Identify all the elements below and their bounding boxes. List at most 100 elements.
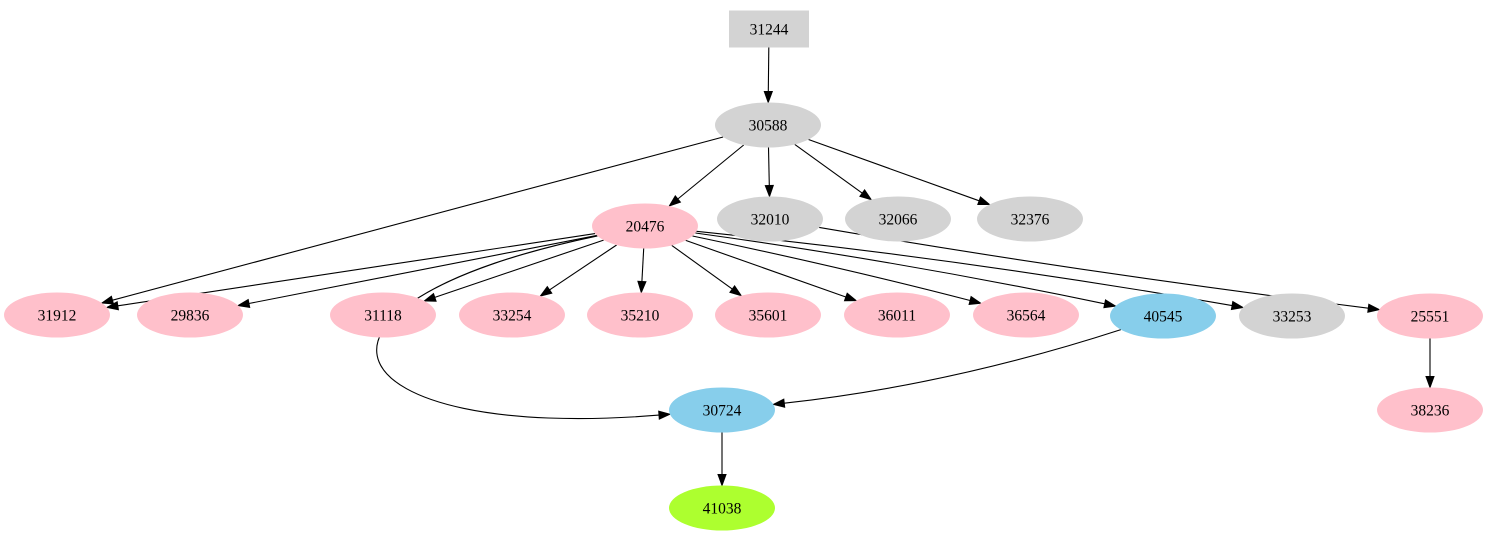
node-41038: 41038 <box>669 485 775 531</box>
node-label-36564: 36564 <box>1007 308 1046 325</box>
edge-20476-30724 <box>376 235 672 420</box>
node-label-36011: 36011 <box>878 308 916 325</box>
arrowhead-32010-25551 <box>1367 303 1381 313</box>
node-33254: 33254 <box>459 292 565 338</box>
node-38236: 38236 <box>1377 387 1483 433</box>
node-shape-35601 <box>715 292 821 338</box>
arrowhead-20476-35210 <box>637 280 647 294</box>
node-shape-36564 <box>973 292 1079 338</box>
edge-20476-35210 <box>637 248 647 294</box>
edge-20476-33254 <box>539 244 617 297</box>
node-label-32376: 32376 <box>1011 212 1050 229</box>
node-label-32066: 32066 <box>879 212 918 229</box>
node-35601: 35601 <box>715 292 821 338</box>
node-shape-32376 <box>977 196 1083 242</box>
node-label-35601: 35601 <box>749 308 788 325</box>
arrowhead-20476-36011 <box>843 292 858 302</box>
node-label-30724: 30724 <box>703 403 742 420</box>
node-36011: 36011 <box>844 292 950 338</box>
arrowhead-40545-30724 <box>771 398 786 408</box>
node-label-33253: 33253 <box>1273 309 1312 326</box>
node-label-38236: 38236 <box>1411 403 1450 420</box>
edge-20476-35601 <box>671 244 743 297</box>
node-shape-38236 <box>1377 387 1483 433</box>
node-31912: 31912 <box>4 292 110 338</box>
arrowhead-20476-31912 <box>105 301 120 311</box>
node-36564: 36564 <box>973 292 1079 338</box>
node-shape-32010 <box>717 196 823 242</box>
node-40545: 40545 <box>1110 293 1216 339</box>
arrowhead-30588-32010 <box>764 184 775 198</box>
edge-20476-31118 <box>423 239 604 302</box>
node-29836: 29836 <box>137 292 243 338</box>
node-shape-35210 <box>587 292 693 338</box>
arrowhead-30588-20476 <box>668 195 682 207</box>
node-33253: 33253 <box>1239 293 1345 339</box>
arrowhead-20476-40545 <box>1103 299 1117 309</box>
edge-30588-31912 <box>100 136 724 305</box>
edge-31244-30588 <box>763 47 774 104</box>
edges-layer <box>100 47 1435 487</box>
arrowhead-20476-33253 <box>1230 300 1245 311</box>
node-shape-25551 <box>1377 293 1483 339</box>
node-label-40545: 40545 <box>1144 309 1183 326</box>
node-label-25551: 25551 <box>1411 309 1450 326</box>
node-shape-30588 <box>715 102 821 148</box>
node-32066: 32066 <box>845 196 951 242</box>
node-shape-36011 <box>844 292 950 338</box>
arrowhead-20476-35601 <box>729 285 743 297</box>
arrowhead-20476-29836 <box>236 298 251 309</box>
edge-30588-32376 <box>808 138 991 205</box>
node-31244: 31244 <box>729 10 809 48</box>
node-label-20476: 20476 <box>626 219 665 236</box>
node-label-30588: 30588 <box>749 118 788 135</box>
node-label-41038: 41038 <box>703 501 742 518</box>
node-label-32010: 32010 <box>751 212 790 229</box>
node-label-33254: 33254 <box>493 308 532 325</box>
node-label-35210: 35210 <box>621 308 660 325</box>
arrowhead-31244-30588 <box>763 91 774 104</box>
node-30588: 30588 <box>715 102 821 148</box>
edge-30588-32010 <box>764 147 775 198</box>
edge-20476-36011 <box>685 239 858 302</box>
node-label-29836: 29836 <box>171 308 210 325</box>
node-35210: 35210 <box>587 292 693 338</box>
node-shape-20476 <box>592 203 698 249</box>
edge-30588-20476 <box>668 144 745 207</box>
arrowhead-30588-31912 <box>100 295 115 305</box>
arrowhead-20476-36564 <box>968 295 983 305</box>
edge-20476-40545 <box>695 232 1117 309</box>
edge-20476-29836 <box>236 234 598 309</box>
node-20476: 20476 <box>592 203 698 249</box>
arrowhead-30724-41038 <box>717 474 727 487</box>
node-32376: 32376 <box>977 196 1083 242</box>
node-shape-31244 <box>729 10 809 48</box>
node-shape-29836 <box>137 292 243 338</box>
edge-40545-30724 <box>771 329 1122 408</box>
node-shape-31912 <box>4 292 110 338</box>
node-shape-33254 <box>459 292 565 338</box>
node-shape-31118 <box>330 292 436 338</box>
node-label-31912: 31912 <box>38 308 77 325</box>
arrowhead-20476-30724 <box>658 410 672 420</box>
arrowhead-30588-32376 <box>977 196 991 205</box>
node-shape-33253 <box>1239 293 1345 339</box>
node-shape-32066 <box>845 196 951 242</box>
node-shape-40545 <box>1110 293 1216 339</box>
nodes-layer: 31244 30588 20476 32010 32066 32376 31912 29836… <box>4 10 1483 531</box>
arrowhead-20476-33254 <box>539 285 553 297</box>
arrowhead-25551-38236 <box>1425 376 1435 389</box>
edge-25551-38236 <box>1425 338 1435 389</box>
edge-20476-36564 <box>692 235 983 305</box>
arrowhead-20476-31118 <box>423 292 437 302</box>
edge-30724-41038 <box>717 432 727 487</box>
arrowhead-30588-32066 <box>859 189 873 201</box>
node-shape-41038 <box>669 485 775 531</box>
edge-30588-32066 <box>794 143 873 201</box>
node-32010: 32010 <box>717 196 823 242</box>
node-30724: 30724 <box>669 387 775 433</box>
node-label-31118: 31118 <box>364 308 402 325</box>
node-31118: 31118 <box>330 292 436 338</box>
node-label-31244: 31244 <box>750 22 789 39</box>
